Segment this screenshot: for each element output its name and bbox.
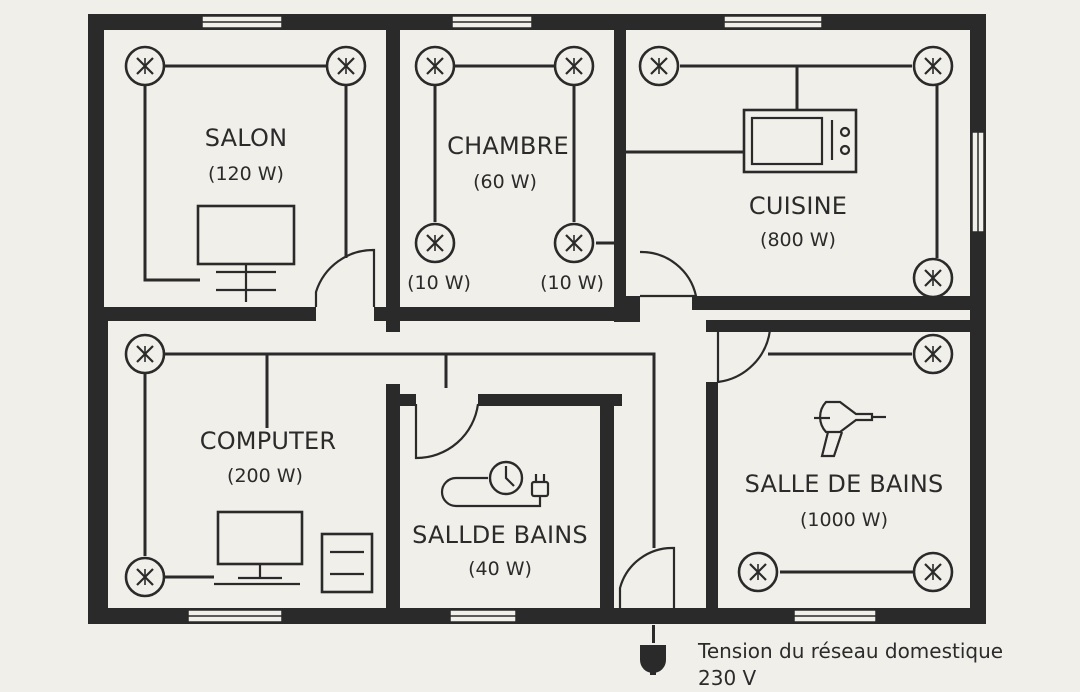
room-power-chambre: (60 W) [473,171,537,193]
room-power-salle-de-bains: (1000 W) [799,509,889,531]
ceiling-light-icon [414,222,456,264]
room-name-chambre: CHAMBRE [447,132,569,160]
room-name-salon: SALON [204,124,288,152]
room-name-cuisine: CUISINE [748,192,848,220]
supply-voltage-note: Tension du réseau domestique 230 V [698,638,1003,692]
window-right-cuisine [971,131,985,233]
room-power-computer: (200 W) [227,465,303,487]
television-icon [196,204,296,302]
microwave-icon [742,108,858,174]
ceiling-light-icon [124,333,166,375]
ceiling-light-icon [553,222,595,264]
window-bottom-computer [187,609,283,623]
desktop-computer-icon [214,510,374,594]
ceiling-light-icon [124,556,166,598]
room-power-salon: (120 W) [208,163,284,185]
ceiling-light-icon [124,45,166,87]
window-top-salon [201,15,283,29]
supply-voltage-value: 230 V [698,666,757,690]
room-power-sallde-bains: (40 W) [468,558,532,580]
ceiling-light-icon [912,45,954,87]
supply-voltage-caption: Tension du réseau domestique [698,639,1004,663]
door-cuisine [639,250,698,298]
ceiling-light-icon [553,45,595,87]
floor-plan: SALON (120 W) CHAMBRE (60 W) (10 W) (10 … [88,14,1003,690]
floor-plan-drawing [88,14,986,675]
interior-walls [96,22,978,612]
room-name-sallde-bains: SALLDE BAINS [412,521,588,549]
lamp-power-chambre-left: (10 W) [407,272,471,294]
doors [314,248,772,608]
plug-cable-icon [440,460,550,508]
window-top-chambre [451,15,533,29]
ceiling-light-icon [912,333,954,375]
window-top-cuisine [723,15,823,29]
room-name-computer: COMPUTER [199,427,337,455]
door-salon [314,248,376,307]
ceiling-light-icon [325,45,367,87]
hair-dryer-icon [814,400,886,458]
door-entrance [618,546,676,608]
ceiling-light-icon [912,551,954,593]
light-fixtures [124,45,954,598]
room-name-salle-de-bains: SALLE DE BAINS [744,470,944,498]
ceiling-light-icon [638,45,680,87]
mains-plug-icon [640,625,666,675]
ceiling-light-icon [737,551,779,593]
wiring [143,64,939,579]
room-power-cuisine: (800 W) [760,229,836,251]
door-hall [716,322,772,384]
ceiling-light-icon [912,257,954,299]
window-bottom-salle [793,609,877,623]
lamp-power-chambre-right: (10 W) [540,272,604,294]
door-sallde [414,403,480,460]
windows [187,15,985,623]
ceiling-light-icon [414,45,456,87]
window-bottom-sallde [449,609,517,623]
